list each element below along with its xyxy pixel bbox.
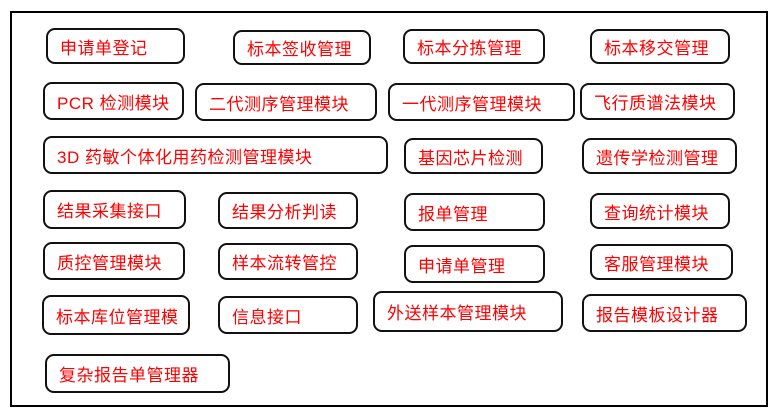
module-3d-drug-sensitivity-personalized-medication: 3D 药敏个体化用药检测管理模块: [43, 136, 388, 174]
module-report-order-management: 报单管理: [404, 193, 545, 231]
module-gene-chip-testing: 基因芯片检测: [404, 138, 543, 174]
module-specimen-sorting-management: 标本分拣管理: [403, 29, 545, 64]
module-sanger-sequencing-management: 一代测序管理模块: [388, 83, 575, 121]
module-application-form-management: 申请单管理: [404, 245, 545, 283]
module-result-analysis-interpretation: 结果分析判读: [218, 192, 358, 229]
module-report-template-designer: 报告模板设计器: [582, 294, 747, 332]
module-qc-management: 质控管理模块: [43, 242, 185, 280]
module-genetics-testing-management: 遗传学检测管理: [582, 138, 737, 174]
module-complex-report-manager: 复杂报告单管理器: [45, 354, 230, 393]
module-information-interface: 信息接口: [218, 296, 358, 334]
module-specimen-signin-management: 标本签收管理: [233, 30, 371, 65]
module-customer-service-management: 客服管理模块: [590, 244, 733, 280]
module-tof-mass-spec: 飞行质谱法模块: [580, 83, 735, 120]
module-ngs-sequencing-management: 二代测序管理模块: [195, 83, 377, 121]
module-specimen-transfer-management: 标本移交管理: [590, 29, 730, 64]
module-outsourced-sample-management: 外送样本管理模块: [373, 291, 563, 332]
module-application-form-registration: 申请单登记: [46, 28, 185, 64]
module-pcr-testing: PCR 检测模块: [43, 82, 184, 120]
module-sample-flow-control: 样本流转管控: [218, 243, 358, 280]
module-specimen-storage-location: 标本库位管理模: [42, 295, 190, 335]
module-result-collection-interface: 结果采集接口: [43, 190, 186, 229]
module-query-statistics: 查询统计模块: [590, 193, 730, 229]
